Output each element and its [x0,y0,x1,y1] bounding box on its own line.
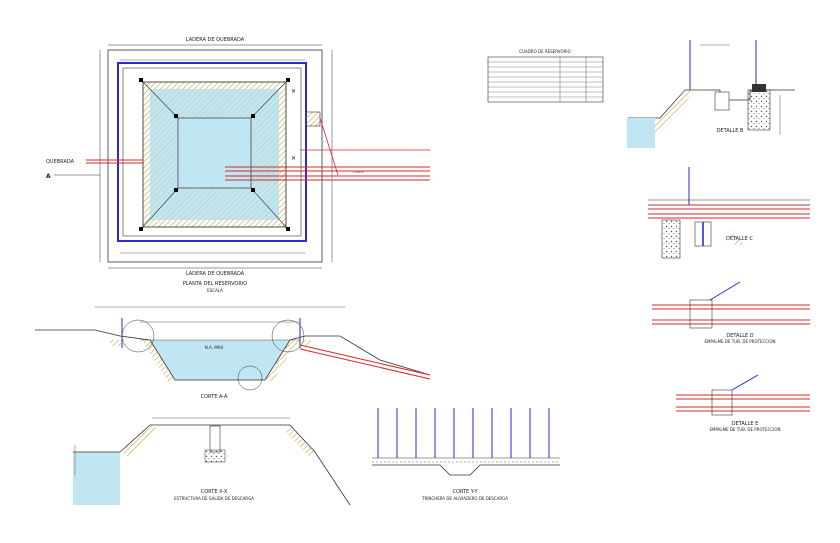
detail-d-label: DETALLE D [726,333,753,339]
section-aa-label: CORTE A-A [201,394,228,400]
detail-c-label: DETALLE C [726,236,753,242]
section-yy-subtitle: TRINCHERA DE ALIVIADERO DE DESCARGA [421,496,508,501]
inlet-label: QUEBRADA [46,159,75,165]
detail-d: DETALLE D EMPALME DE TUB. DE PROTECCION [652,281,810,344]
section-aa: N.A. MAX CORTE A-A [35,306,431,400]
section-xx: CORTE X-X ESTRUCTURA DE SALIDA DE DESCAR… [73,417,351,506]
section-aa-water-label: N.A. MAX [205,345,224,350]
detail-b: DETALLE B [627,40,795,148]
section-xx-label: CORTE X-X [201,489,228,495]
svg-text:✕: ✕ [291,88,296,95]
reservoir-table: CUADRO DE RESERVORIO [487,49,604,103]
detail-b-label: DETALLE B [717,128,744,134]
plan-subtitle: ESCALA [207,288,223,293]
plan-bottom-label: LADERA DE QUEBRADA [186,271,245,277]
section-xx-subtitle: ESTRUCTURA DE SALIDA DE DESCARGA [174,496,254,501]
reservoir-plan: ▭▭▭ ✕ ✕ LADERA DE QUEBRADA LADERA DE QUE… [46,37,430,293]
table-title: CUADRO DE RESERVORIO [519,49,570,54]
detail-c: DETALLE C [648,167,810,259]
plan-title: PLANTA DEL RESERVORIO [183,281,248,287]
section-yy-label: CORTE Y-Y [452,489,478,495]
svg-text:▭▭▭: ▭▭▭ [353,169,365,174]
detail-d-subtitle: EMPALME DE TUB. DE PROTECCION [705,339,776,344]
section-marker: A [46,173,51,180]
section-yy: CORTE Y-Y TRINCHERA DE ALIVIADERO DE DES… [372,408,560,501]
detail-e: DETALLE E EMPALME DE TUB. DE PROTECCION [676,374,810,432]
detail-e-label: DETALLE E [732,421,759,427]
svg-text:✕: ✕ [291,155,296,162]
plan-top-label: LADERA DE QUEBRADA [186,37,245,43]
detail-e-subtitle: EMPALME DE TUB. DE PROTECCION [710,427,781,432]
